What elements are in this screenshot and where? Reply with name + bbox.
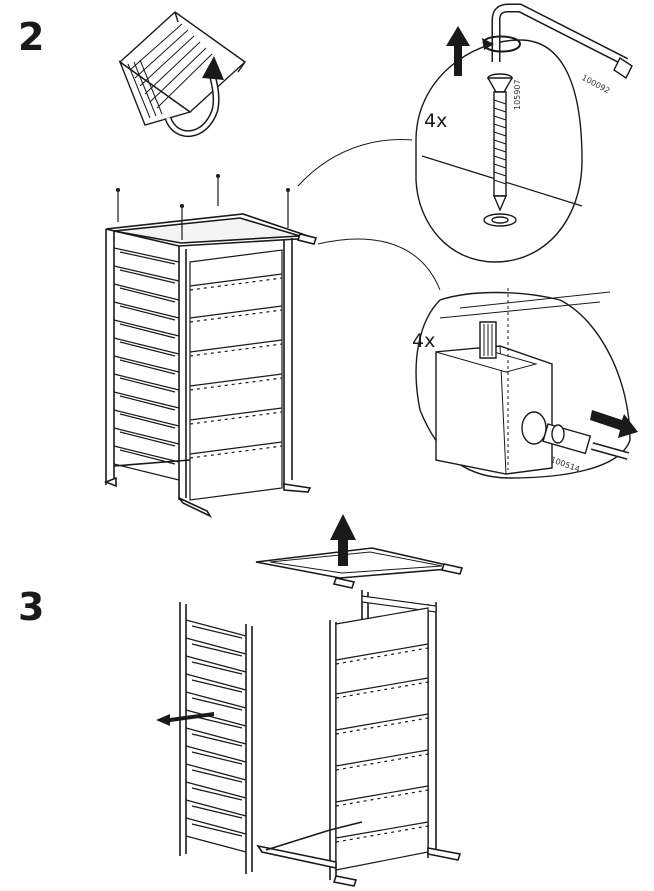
side-panel-removed [156, 602, 252, 874]
crib-base-step3 [258, 590, 460, 886]
step-number-2: 2 [18, 15, 45, 59]
crib-frame-step2 [106, 140, 440, 516]
up-arrow-icon [446, 26, 470, 76]
screw-detail-callout [416, 8, 632, 262]
screw-part-number: 105907 [513, 79, 522, 110]
screw-quantity-label: 4x [424, 110, 448, 132]
top-frame-removed [256, 514, 462, 588]
dowel-quantity-label: 4x [412, 330, 436, 352]
allen-key-icon [496, 8, 632, 78]
rotate-crib-icon [120, 12, 245, 134]
step-number-3: 3 [18, 585, 45, 629]
lift-arrow-icon [330, 514, 356, 566]
pull-left-arrow-icon [156, 712, 214, 726]
screw-icon [484, 74, 516, 226]
dowel-detail-callout [416, 288, 638, 478]
right-arrow-icon [590, 410, 638, 438]
